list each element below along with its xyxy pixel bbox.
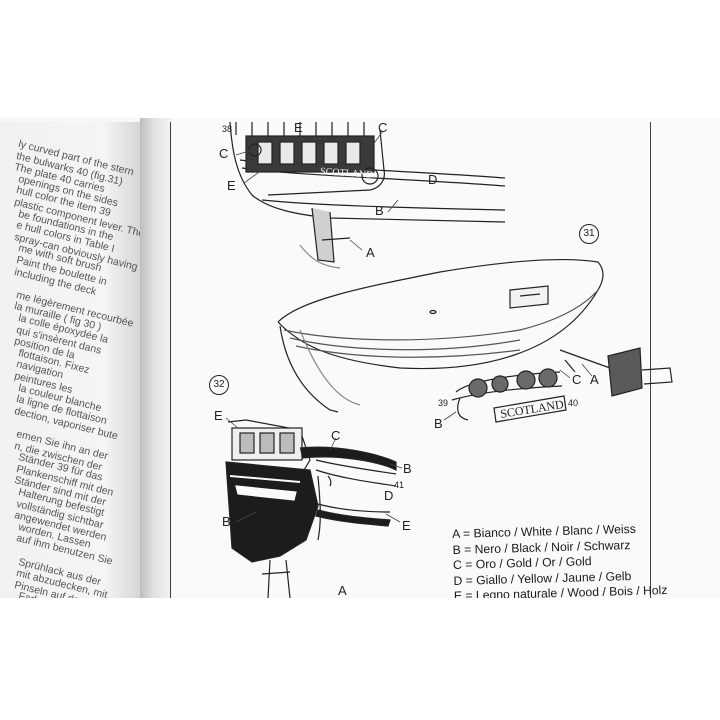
fig31-label-a: A: [590, 372, 599, 387]
fig30-label-b: B: [375, 203, 384, 218]
fig31-label-40: 40: [568, 398, 579, 408]
fig32-label-41: 41: [394, 480, 405, 490]
fig31-label-39: 39: [438, 398, 449, 408]
fig32-label-b-left: B: [222, 514, 231, 529]
fig31-label-c: C: [572, 372, 582, 387]
fig32-label-e-top: E: [214, 408, 223, 423]
fig32-label-a: A: [338, 583, 347, 598]
fig30-label-c-left: C: [219, 146, 229, 161]
book-gutter: [140, 118, 172, 600]
color-legend: A = Bianco / White / Blanc / Weiss B = N…: [452, 521, 668, 605]
figure-30-stern-drawing: [229, 121, 506, 269]
fig32-label-c: C: [331, 428, 341, 443]
leader-lines: [225, 130, 593, 523]
fig32-label-e-right: E: [402, 518, 411, 533]
fig31-label-b: B: [434, 416, 443, 431]
fig30-label-d: D: [428, 172, 438, 187]
bottom-margin: [0, 598, 720, 720]
page-frame-left-rule: [170, 122, 172, 598]
figure-31-hull-drawing: [277, 259, 673, 423]
fig31-step-number: 31: [579, 224, 599, 244]
page-frame-right-rule: [650, 122, 652, 598]
fig32-label-d: D: [384, 488, 394, 503]
fig30-label-38: 38: [222, 124, 233, 134]
fig30-label-e-left: E: [227, 178, 236, 193]
fig32-label-b-right: B: [403, 461, 412, 476]
fig30-label-e-top: E: [294, 120, 303, 135]
fig30-label-c-right: C: [378, 120, 388, 135]
top-margin: [0, 0, 720, 118]
fig32-step-number: 32: [209, 375, 229, 395]
figure-32-stern-drawing: [225, 419, 397, 599]
fig30-label-a: A: [366, 245, 375, 260]
